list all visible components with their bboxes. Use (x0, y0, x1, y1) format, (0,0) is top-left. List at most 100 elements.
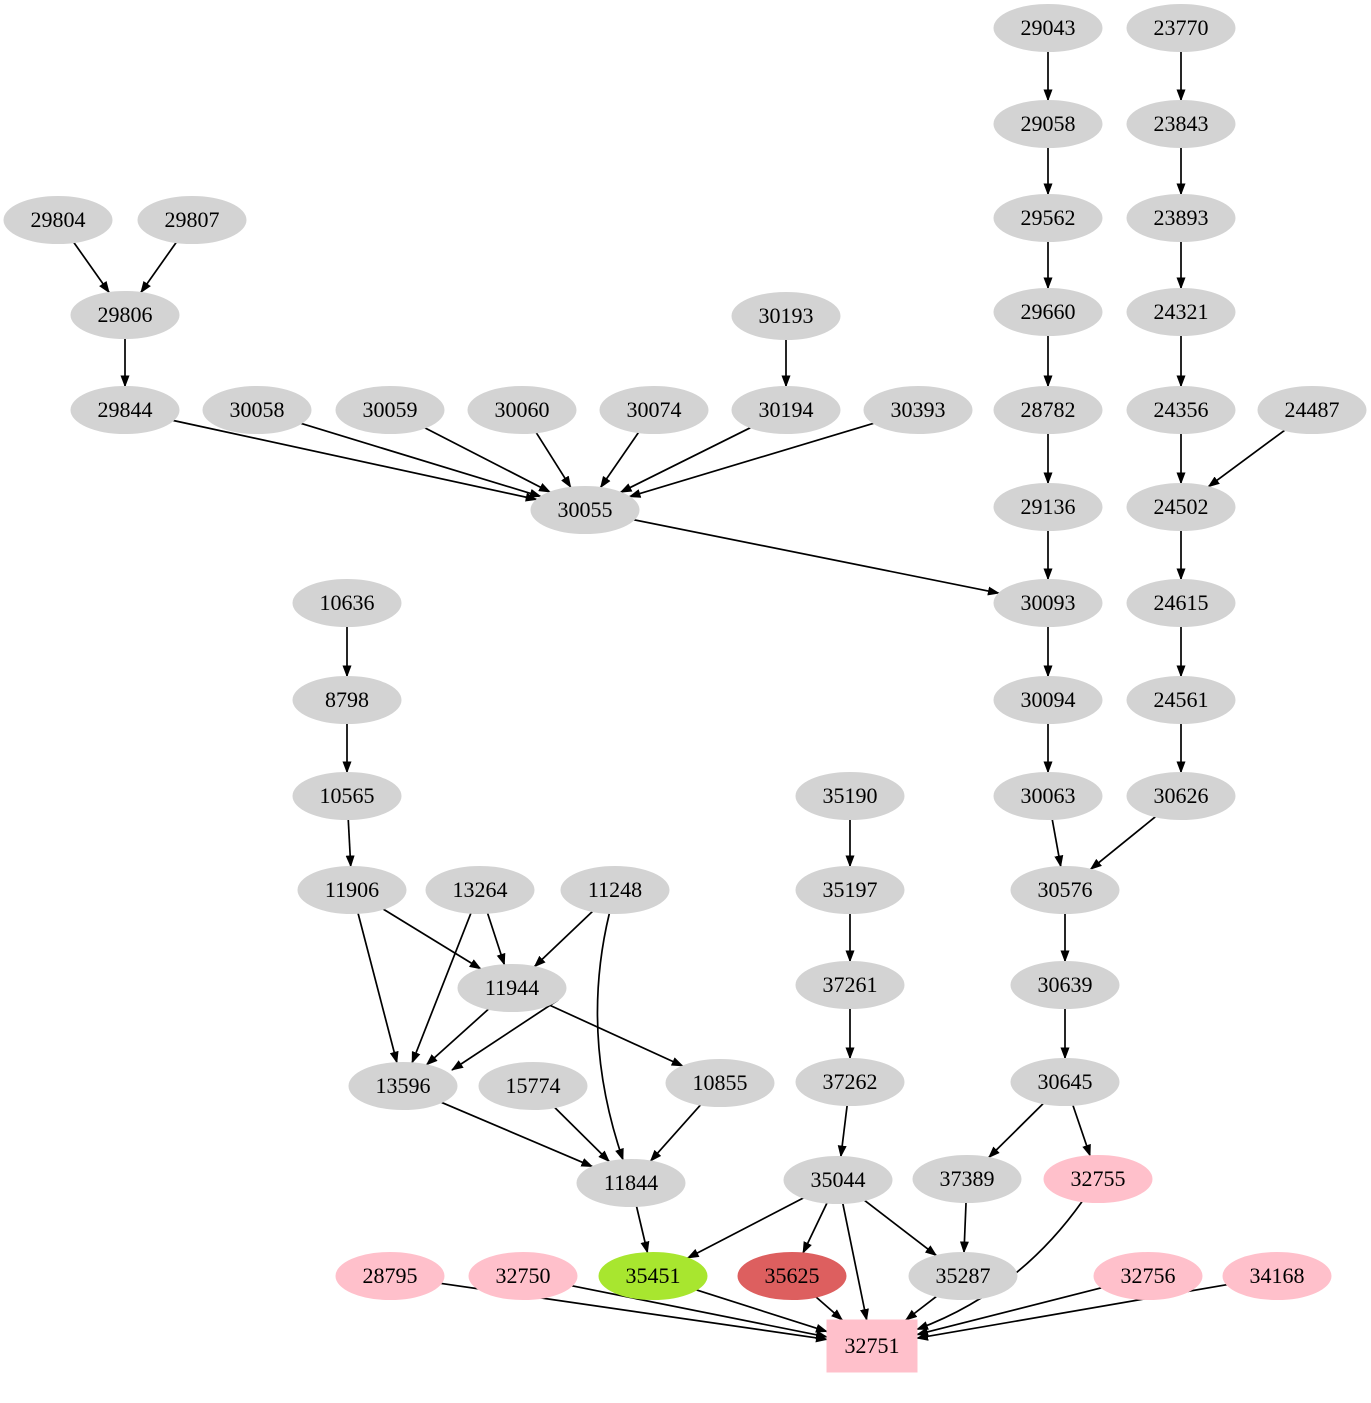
node-ellipse-29804 (3, 196, 113, 244)
node-ellipse-35197 (795, 866, 905, 914)
node-ellipse-30639 (1010, 961, 1120, 1009)
node-24615: 24615 (1126, 579, 1236, 627)
node-ellipse-11906 (297, 866, 407, 914)
node-ellipse-23893 (1126, 194, 1236, 242)
node-label-30193: 30193 (759, 303, 814, 328)
node-35625: 35625 (737, 1252, 847, 1300)
node-ellipse-10636 (292, 579, 402, 627)
edge-35044-32751 (841, 1203, 869, 1321)
node-label-30093: 30093 (1021, 590, 1076, 615)
node-30645: 30645 (1010, 1058, 1120, 1106)
edge-11944-13596 (451, 999, 559, 1071)
node-label-35197: 35197 (823, 877, 878, 902)
node-10636: 10636 (292, 579, 402, 627)
node-label-32756: 32756 (1121, 1263, 1176, 1288)
node-label-8798: 8798 (325, 687, 369, 712)
node-ellipse-30194 (731, 386, 841, 434)
node-ellipse-29562 (993, 194, 1103, 242)
node-29660: 29660 (993, 288, 1103, 336)
node-label-35190: 35190 (823, 783, 878, 808)
node-11248: 11248 (560, 866, 670, 914)
node-label-30058: 30058 (230, 397, 285, 422)
node-label-24321: 24321 (1154, 299, 1209, 324)
node-label-29562: 29562 (1021, 205, 1076, 230)
node-ellipse-15774 (478, 1062, 588, 1110)
node-32756: 32756 (1093, 1252, 1203, 1300)
node-10565: 10565 (292, 772, 402, 820)
node-30094: 30094 (993, 676, 1103, 724)
node-box-32751 (826, 1319, 918, 1373)
node-ellipse-29058 (993, 100, 1103, 148)
node-35287: 35287 (908, 1252, 1018, 1300)
node-label-24487: 24487 (1285, 397, 1340, 422)
edge-30074-30055 (599, 432, 640, 489)
node-label-30094: 30094 (1021, 687, 1076, 712)
node-ellipse-24356 (1126, 386, 1236, 434)
node-ellipse-30074 (599, 386, 709, 434)
node-label-23770: 23770 (1154, 15, 1209, 40)
node-37389: 37389 (912, 1155, 1022, 1203)
node-ellipse-29136 (993, 483, 1103, 531)
node-ellipse-30094 (993, 676, 1103, 724)
node-ellipse-29844 (70, 386, 180, 434)
node-30576: 30576 (1010, 866, 1120, 914)
node-35197: 35197 (795, 866, 905, 914)
node-35451: 35451 (598, 1252, 708, 1300)
node-label-24615: 24615 (1154, 590, 1209, 615)
node-label-11944: 11944 (485, 975, 539, 1000)
node-label-30194: 30194 (759, 397, 814, 422)
edge-37262-35044 (837, 1105, 848, 1158)
node-label-23843: 23843 (1154, 111, 1209, 136)
edge-30060-30055 (535, 432, 572, 489)
node-label-30055: 30055 (558, 497, 613, 522)
node-label-29806: 29806 (98, 302, 153, 327)
node-ellipse-29043 (993, 4, 1103, 52)
node-label-30393: 30393 (891, 397, 946, 422)
node-ellipse-24321 (1126, 288, 1236, 336)
edge-29844-30055 (173, 419, 538, 502)
node-30074: 30074 (599, 386, 709, 434)
edge-13264-13596 (411, 912, 472, 1064)
node-ellipse-30645 (1010, 1058, 1120, 1106)
node-29058: 29058 (993, 100, 1103, 148)
node-13264: 13264 (425, 866, 535, 914)
node-29804: 29804 (3, 196, 113, 244)
node-23843: 23843 (1126, 100, 1236, 148)
edge-30059-30055 (424, 427, 551, 493)
node-ellipse-37389 (912, 1155, 1022, 1203)
edge-11844-35451 (635, 1206, 650, 1254)
node-28795: 28795 (335, 1252, 445, 1300)
node-label-28782: 28782 (1021, 397, 1076, 422)
node-label-24561: 24561 (1154, 687, 1209, 712)
edge-10565-11906 (345, 819, 355, 868)
node-24561: 24561 (1126, 676, 1236, 724)
node-label-29807: 29807 (165, 207, 220, 232)
node-ellipse-10565 (292, 772, 402, 820)
node-15774: 15774 (478, 1062, 588, 1110)
node-13596: 13596 (348, 1062, 458, 1110)
node-32755: 32755 (1043, 1155, 1153, 1203)
node-label-29058: 29058 (1021, 111, 1076, 136)
node-23893: 23893 (1126, 194, 1236, 242)
node-ellipse-35451 (598, 1252, 708, 1300)
edge-11944-13596 (425, 1008, 490, 1066)
node-ellipse-24615 (1126, 579, 1236, 627)
edge-11906-13596 (357, 913, 399, 1064)
node-ellipse-37262 (795, 1058, 905, 1106)
node-label-32751: 32751 (845, 1333, 900, 1358)
node-label-29804: 29804 (31, 207, 86, 232)
edge-30194-30055 (619, 426, 751, 494)
node-label-35451: 35451 (626, 1263, 681, 1288)
node-label-15774: 15774 (506, 1073, 561, 1098)
node-ellipse-29806 (70, 291, 180, 339)
node-label-30645: 30645 (1038, 1069, 1093, 1094)
node-35044: 35044 (783, 1156, 893, 1204)
node-ellipse-30063 (993, 772, 1103, 820)
edge-15774-11844 (554, 1106, 610, 1163)
node-label-30060: 30060 (495, 397, 550, 422)
node-ellipse-28782 (993, 386, 1103, 434)
node-29562: 29562 (993, 194, 1103, 242)
node-30063: 30063 (993, 772, 1103, 820)
